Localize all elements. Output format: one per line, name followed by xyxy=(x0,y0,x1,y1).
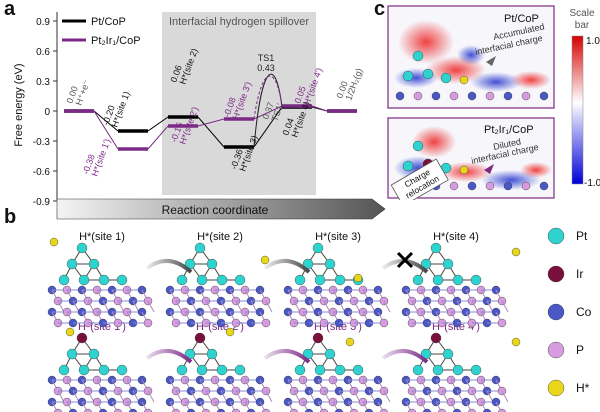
transfer-arrow-ir xyxy=(381,349,429,364)
reaction-coordinate-arrow xyxy=(56,198,386,220)
catalyst-slab xyxy=(47,375,155,412)
atom-legend-label: P xyxy=(576,343,584,357)
atom-legend-label: Pt xyxy=(576,229,588,243)
scale-min: -1.0 xyxy=(584,178,600,189)
atom-legend-label: H* xyxy=(576,381,590,395)
charge-map-ptir: Pt₂Ir₁/CoP Diluted interfacial charge Ch… xyxy=(387,117,555,200)
catalyst-slab xyxy=(283,375,391,412)
catalyst-slab xyxy=(47,285,155,328)
transfer-arrow xyxy=(381,259,429,274)
metal-cluster xyxy=(176,242,270,286)
y-tick-label: -0.3 xyxy=(33,137,51,148)
charge-relocation-box xyxy=(390,158,449,200)
charge-map-ptcop: Pt/CoP Accumulated interfacial charge xyxy=(387,5,555,109)
ts1-value: 0.43 xyxy=(257,63,275,73)
diluted-arrow xyxy=(484,164,494,174)
metal-cluster xyxy=(294,242,364,286)
x-axis-label: Reaction coordinate xyxy=(162,203,269,217)
catalyst-slab xyxy=(401,285,509,328)
catalyst-slab xyxy=(165,285,273,328)
catalyst-slab xyxy=(165,375,273,412)
ptir-map-label: Pt₂Ir₁/CoP xyxy=(484,124,534,136)
y-tick-label: 0.3 xyxy=(36,77,50,88)
scale-max: 1.0 xyxy=(586,36,600,47)
adsorption-structures: H*(site 1) H*(site 2) H*(site 3) H*(site 4)… xyxy=(47,227,592,412)
panel-letter-a: a xyxy=(4,0,16,20)
spillover-label: Interfacial hydrogen spillover xyxy=(169,16,309,28)
ptcop-map-label: Pt/CoP xyxy=(504,13,539,25)
charge-density-panel: Pt/CoP Accumulated interfacial charge Pt… xyxy=(387,5,600,200)
legend-label-ptir: Pt₂Ir₁/CoP xyxy=(91,35,141,47)
catalyst-slab xyxy=(401,375,509,412)
y-tick-label: -0.6 xyxy=(33,167,51,178)
y-tick-label: 0.6 xyxy=(36,47,50,58)
energy-diagram: Interfacial hydrogen spillover 0.9 0.6 0.3… xyxy=(13,12,386,220)
catalyst-slab xyxy=(283,285,391,328)
ptcop-connector xyxy=(147,116,169,132)
y-ticks: 0.9 0.6 0.3 0 -0.3 -0.6 -0.9 xyxy=(33,17,57,208)
ptcop-connector xyxy=(197,116,225,148)
site-label: H*(site 1) xyxy=(79,231,125,243)
scale-title-line1: Scale xyxy=(569,8,594,19)
legend-label-ptcop: Pt/CoP xyxy=(91,16,126,28)
ptir-connector xyxy=(197,118,225,127)
ptir-connector xyxy=(311,105,328,112)
site-label: H*(site 4) xyxy=(433,231,479,243)
blocked-icon xyxy=(396,251,414,269)
transfer-arrow-ir xyxy=(145,349,193,364)
ptir-connector xyxy=(147,125,169,150)
metal-cluster xyxy=(49,237,128,286)
ptcop-connector xyxy=(93,110,119,132)
ts-curve-ptir xyxy=(253,75,283,120)
metal-cluster xyxy=(412,242,521,286)
y-tick-label: 0 xyxy=(44,107,50,118)
panel-letter-b: b xyxy=(4,206,17,228)
y-axis-label: Free energy (eV) xyxy=(13,63,25,146)
y-tick-label: -0.9 xyxy=(33,197,51,208)
transfer-arrow xyxy=(263,259,311,274)
ptir-connector xyxy=(93,110,119,150)
site-label: H*(site 3) xyxy=(315,231,361,243)
atom-legend-label: Ir xyxy=(576,267,583,281)
metal-cluster xyxy=(294,332,364,376)
panel-letter-c: c xyxy=(374,0,386,20)
ts1-label: TS1 xyxy=(258,53,275,63)
ptcop-connector xyxy=(253,106,283,148)
site-label: H*(site 2) xyxy=(197,231,243,243)
scale-bar: Scale bar 1.0 -1.0 xyxy=(569,8,600,189)
y-tick-label: 0.9 xyxy=(36,17,50,28)
accumulated-arrow xyxy=(486,56,496,66)
spillover-region xyxy=(162,12,316,195)
transfer-arrow xyxy=(145,259,193,274)
metal-cluster xyxy=(58,327,128,376)
scale-title-line2: bar xyxy=(575,20,590,31)
transfer-arrow-ir xyxy=(263,349,311,364)
ptir-connector xyxy=(253,105,283,120)
atom-legend-label: Co xyxy=(576,305,592,319)
metal-cluster xyxy=(412,332,521,376)
metal-cluster xyxy=(176,327,246,376)
